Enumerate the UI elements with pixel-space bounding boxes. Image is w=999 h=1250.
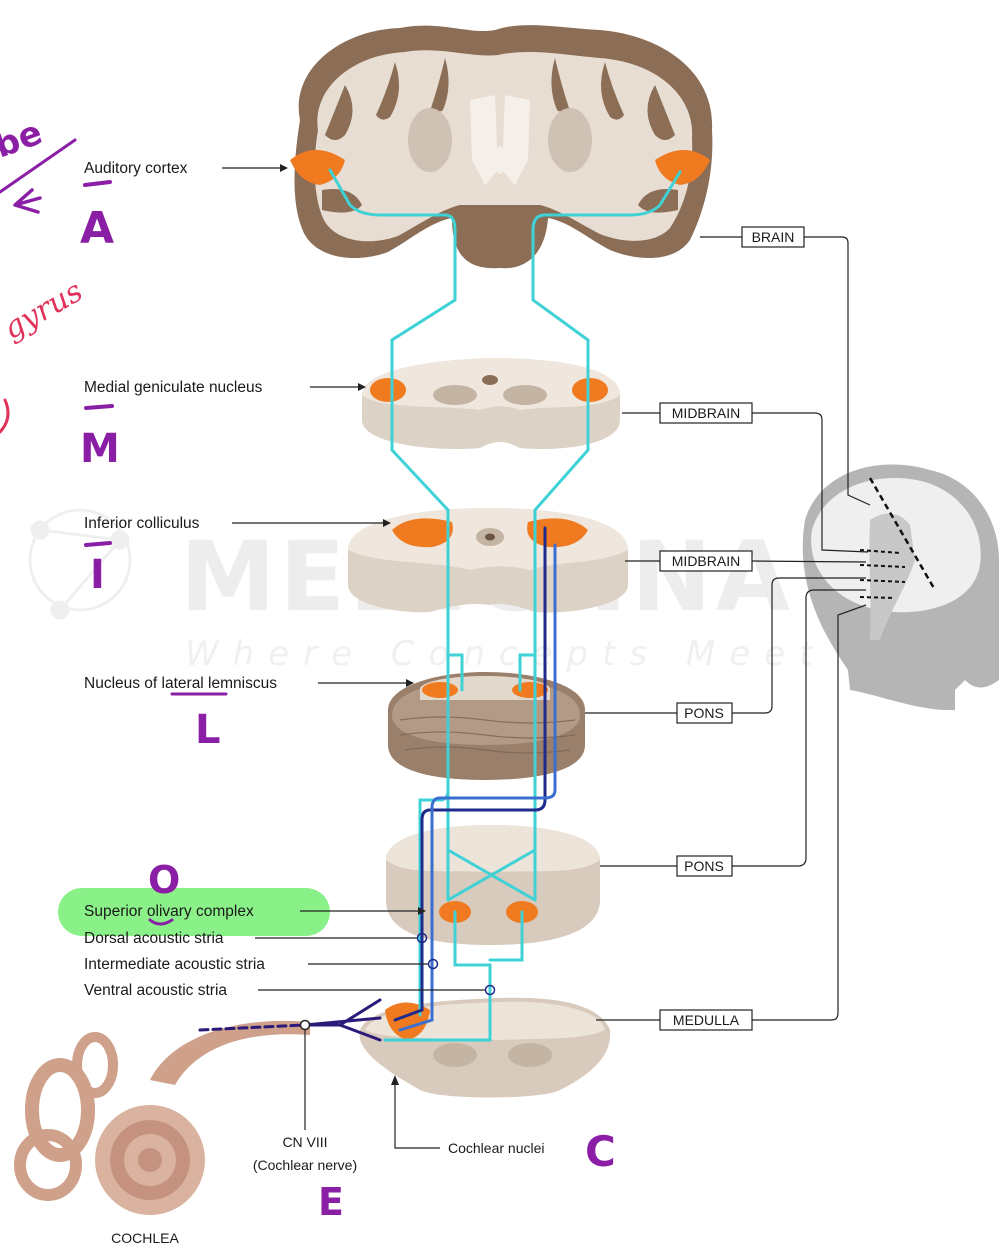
label-intermediate-stria: Intermediate acoustic stria: [84, 956, 265, 973]
scribble-top: be: [0, 113, 48, 167]
letter-m: M: [80, 426, 120, 472]
bar-i: [86, 543, 110, 545]
label-cochlear-nerve: (Cochlear nerve): [253, 1157, 357, 1173]
label-nucleus-lateral-lemniscus: Nucleus of lateral lemniscus: [84, 675, 277, 692]
label-inferior-colliculus: Inferior colliculus: [84, 515, 200, 532]
coronal-brain-section: [290, 25, 712, 268]
label-superior-olivary: Superior olivary complex: [84, 903, 254, 920]
label-ventral-stria: Ventral acoustic stria: [84, 982, 227, 999]
connector-brain: [804, 237, 870, 505]
scribble-red-mark: [0, 400, 8, 432]
label-brain: BRAIN: [752, 229, 795, 245]
leader-cochlear-nuclei: [395, 1085, 440, 1148]
bar-m: [86, 406, 112, 408]
label-dorsal-stria: Dorsal acoustic stria: [84, 930, 224, 947]
scribble-mid: gyrus: [0, 274, 89, 347]
midbrain-section-mgn: [362, 358, 620, 449]
midbrain-section-ic: [348, 508, 628, 613]
letter-a: A: [80, 203, 114, 254]
label-pons-lower: PONS: [684, 858, 724, 874]
label-cochlea: COCHLEA: [111, 1230, 179, 1246]
label-medulla: MEDULLA: [673, 1012, 740, 1028]
label-midbrain-lower: MIDBRAIN: [672, 553, 740, 569]
letter-o: O: [148, 858, 180, 902]
bar-a: [85, 182, 110, 185]
label-medial-geniculate: Medial geniculate nucleus: [84, 379, 263, 396]
label-pons-upper: PONS: [684, 705, 724, 721]
label-cochlear-nuclei: Cochlear nuclei: [448, 1140, 545, 1156]
cochlea-illustration: [20, 1021, 310, 1215]
letter-c: C: [585, 1127, 616, 1176]
pons-section-soc: [386, 825, 600, 945]
arrow-scribble-icon: [15, 190, 40, 212]
letter-e: E: [318, 1180, 344, 1224]
label-midbrain-upper: MIDBRAIN: [672, 405, 740, 421]
arrowhead-auditory-cortex: [280, 164, 288, 172]
label-cn-viii: CN VIII: [282, 1134, 327, 1150]
marker-cn-viii: [301, 1021, 310, 1030]
letter-i: I: [90, 552, 105, 598]
letter-l: L: [195, 707, 221, 753]
label-auditory-cortex: Auditory cortex: [84, 160, 188, 177]
